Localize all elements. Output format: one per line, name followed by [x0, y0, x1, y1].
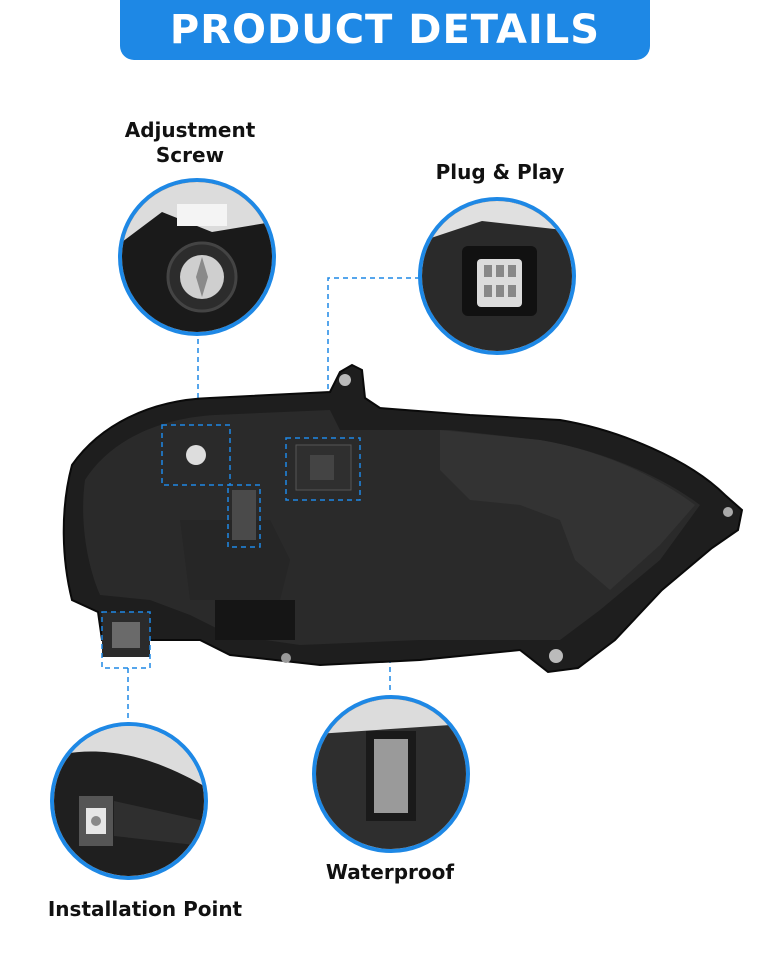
- highlight-box-adjustment: [161, 424, 231, 486]
- label-waterproof: Waterproof: [325, 860, 455, 884]
- callout-waterproof: [312, 695, 470, 853]
- waterproof-vent-closeup: [316, 699, 466, 849]
- title-banner: PRODUCT DETAILS: [120, 0, 650, 60]
- label-installation-point: Installation Point: [47, 897, 243, 921]
- label-plug-and-play: Plug & Play: [435, 160, 565, 184]
- plug-connector-closeup: [422, 201, 572, 351]
- callout-adjustment-screw: [118, 178, 276, 336]
- connector-line-plug: [327, 277, 420, 438]
- installation-point-closeup: [54, 726, 204, 876]
- highlight-box-waterproof: [227, 484, 261, 548]
- label-adjustment-screw: Adjustment Screw: [100, 118, 280, 168]
- label-adjustment-line2: Screw: [155, 143, 225, 167]
- label-adjustment-line1: Adjustment: [124, 118, 256, 142]
- page-title: PRODUCT DETAILS: [169, 7, 601, 53]
- highlight-box-installation: [101, 611, 151, 669]
- adjustment-screw-closeup: [122, 182, 272, 332]
- highlight-box-plug: [285, 437, 361, 501]
- callout-installation-point: [50, 722, 208, 880]
- housing-body: [62, 363, 744, 674]
- callout-plug-and-play: [418, 197, 576, 355]
